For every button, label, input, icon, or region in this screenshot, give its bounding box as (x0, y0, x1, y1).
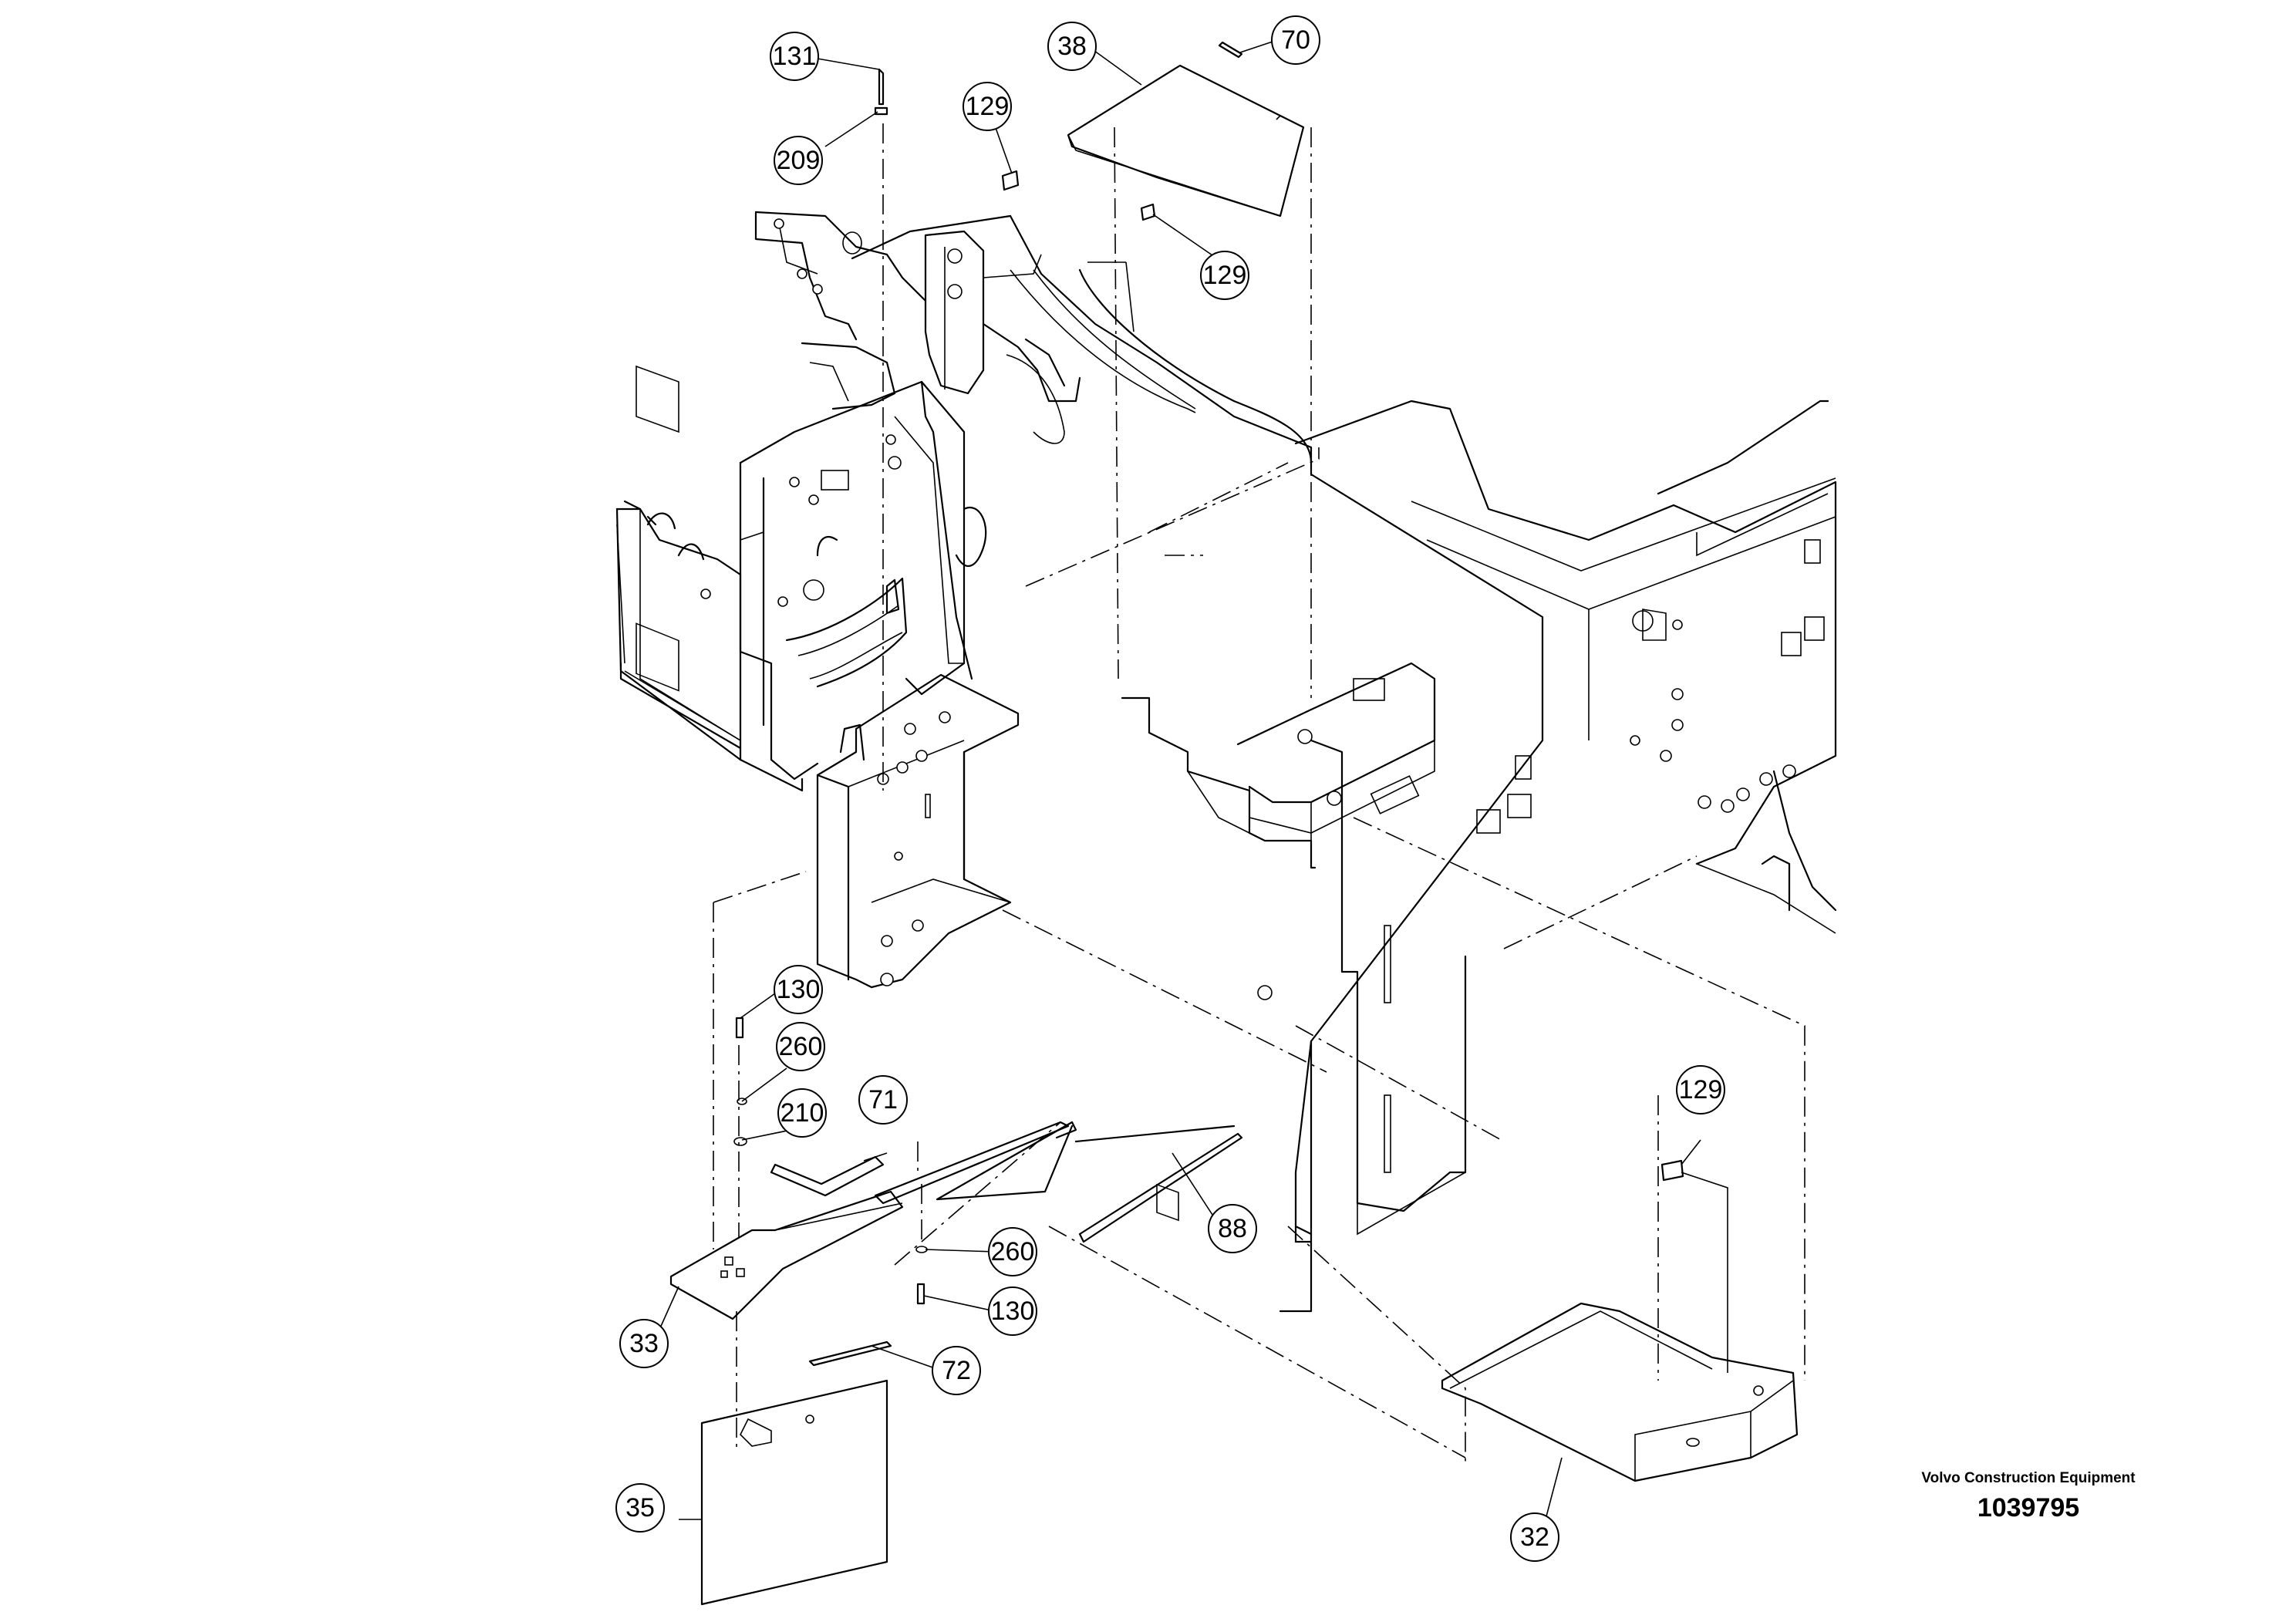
callout-210-label: 210 (781, 1098, 824, 1128)
callout-131: 131 (770, 32, 819, 81)
title-block: Volvo Construction Equipment 1039795 (1913, 1469, 2144, 1523)
callout-71: 71 (858, 1075, 908, 1125)
callout-260-upper-label: 260 (779, 1032, 823, 1061)
callout-129-cover: 129 (1200, 251, 1249, 300)
callout-70: 70 (1271, 15, 1320, 65)
callout-210: 210 (777, 1088, 827, 1138)
callout-35-label: 35 (625, 1493, 655, 1523)
callout-131-label: 131 (773, 42, 817, 71)
callout-38: 38 (1047, 22, 1097, 71)
callout-72-label: 72 (942, 1356, 971, 1385)
part-35-plate (700, 1379, 888, 1606)
callout-33-label: 33 (629, 1329, 659, 1358)
callout-129-top: 129 (963, 82, 1012, 131)
part-33-bracket (669, 1190, 904, 1320)
left-upright-frame (615, 211, 1313, 792)
callout-88-label: 88 (1218, 1214, 1247, 1243)
callout-bubbles: 131 38 70 129 209 129 130 260 (615, 15, 1725, 1562)
callout-260-upper: 260 (776, 1022, 825, 1071)
callout-130-lower: 130 (988, 1286, 1037, 1336)
assembly-lines (713, 123, 1805, 1465)
callout-35: 35 (615, 1483, 665, 1533)
callout-71-label: 71 (868, 1085, 898, 1114)
drawing-number: 1039795 (1977, 1493, 2080, 1523)
callout-130-lower-label: 130 (991, 1297, 1035, 1326)
callout-209-label: 209 (777, 146, 821, 175)
callout-33: 33 (619, 1319, 669, 1368)
callout-209: 209 (774, 136, 823, 185)
callout-260-lower: 260 (988, 1227, 1037, 1276)
callout-260-lower-label: 260 (991, 1237, 1035, 1266)
part-38-cover (1067, 64, 1305, 218)
part-32-tray (1441, 1302, 1799, 1482)
manufacturer-name: Volvo Construction Equipment (1921, 1470, 2136, 1486)
strips (770, 1121, 1243, 1367)
callout-70-label: 70 (1281, 25, 1310, 55)
callout-129-tray-label: 129 (1679, 1075, 1723, 1104)
center-vertical-bracket (816, 673, 1020, 989)
callout-32: 32 (1510, 1512, 1559, 1562)
main-frame (851, 214, 1837, 1313)
callout-leaders (655, 41, 1728, 1532)
callout-129-cover-label: 129 (1203, 261, 1247, 290)
callout-130-upper-label: 130 (777, 975, 821, 1004)
callout-32-label: 32 (1520, 1523, 1549, 1552)
left-body-plate (616, 365, 742, 750)
callout-129-top-label: 129 (966, 92, 1010, 121)
callout-72: 72 (932, 1346, 981, 1395)
callout-38-label: 38 (1057, 32, 1087, 61)
callout-130-upper: 130 (774, 965, 823, 1014)
callout-88: 88 (1208, 1204, 1257, 1253)
callout-129-tray: 129 (1676, 1065, 1725, 1114)
